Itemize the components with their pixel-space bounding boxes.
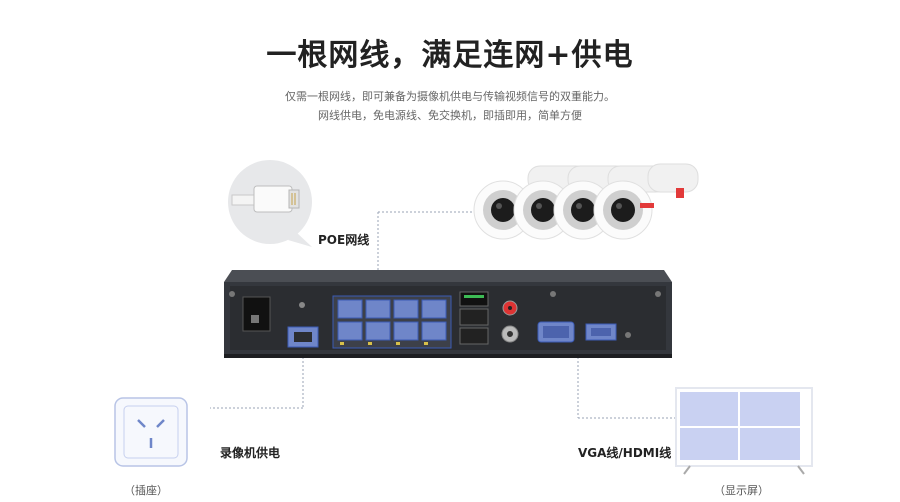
page-title: 一根网线，满足连网+供电 xyxy=(266,38,634,73)
camera-group xyxy=(473,163,699,240)
power-outlet-icon xyxy=(114,397,188,467)
description-line-1: 仅需一根网线，即可兼备为摄像机供电与传输视频信号的双重能力。 xyxy=(285,90,615,103)
vga-hdmi-label: VGA线/HDMI线 xyxy=(578,446,672,460)
ethernet-plug-icon xyxy=(228,160,312,247)
recorder-power-label: 录像机供电 xyxy=(220,446,281,460)
description-line-2: 网线供电，免电源线、免交换机，即插即用，简单方便 xyxy=(318,109,582,122)
camera-icon xyxy=(593,163,699,240)
network-video-recorder xyxy=(224,270,672,358)
power-switch-icon xyxy=(242,296,271,332)
monitor-caption: （显示屏） xyxy=(714,484,769,497)
monitor-icon xyxy=(675,387,813,475)
outlet-caption: （插座） xyxy=(124,484,168,497)
poe-cable-label: POE网线 xyxy=(318,233,370,247)
